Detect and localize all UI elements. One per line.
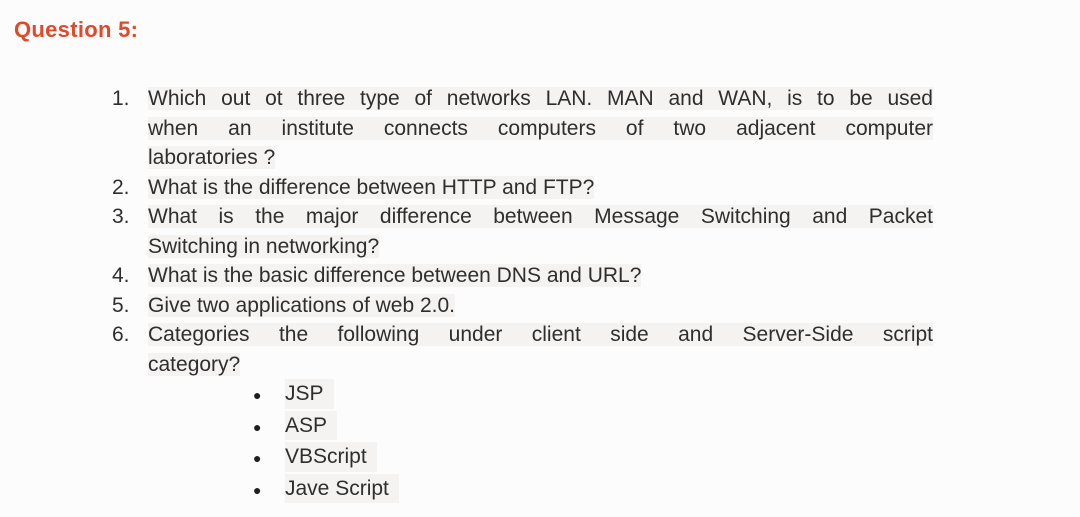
list-item-3: 3. What is the major difference between … <box>112 202 933 261</box>
item-number: 2. <box>112 175 130 199</box>
bullet-label: ASP <box>285 410 338 440</box>
item-line: laboratories ? <box>148 146 276 169</box>
item-text: What is the difference between HTTP and … <box>148 173 933 203</box>
bullet-item-jsp: ● JSP <box>253 379 933 411</box>
bullet-icon: ● <box>253 450 262 466</box>
bullet-item-javescript: ● Jave Script <box>253 473 933 506</box>
question-heading: Question 5: <box>14 17 139 42</box>
item-line: Which out ot three type of networks LAN.… <box>148 87 933 110</box>
bullet-icon: ● <box>253 387 262 403</box>
sub-bullet-list: ● JSP ● ASP ● VBScript ● Jave Script <box>253 379 933 505</box>
item-number: 4. <box>112 264 130 287</box>
item-line: What is the major difference between Mes… <box>148 205 933 228</box>
bullet-label: Jave Script <box>285 473 399 503</box>
item-number: 5. <box>112 293 130 317</box>
item-line: What is the basic difference between DNS… <box>148 264 642 287</box>
bullet-icon: ● <box>253 418 262 435</box>
item-line: category? <box>148 352 241 376</box>
bullet-icon: ● <box>253 481 262 498</box>
list-item-6: 6. Categories the following under client… <box>112 320 933 379</box>
bullet-label: VBScript <box>285 442 377 472</box>
item-line: Categories the following under client si… <box>148 323 933 346</box>
item-line: What is the difference between HTTP and … <box>148 175 595 199</box>
item-line: Give two applications of web 2.0. <box>148 293 456 317</box>
list-item-5: 5. Give two applications of web 2.0. <box>112 291 933 321</box>
bullet-label: JSP <box>285 379 334 409</box>
list-item-4: 4. What is the basic difference between … <box>112 261 933 291</box>
item-text: What is the major difference between Mes… <box>148 202 933 261</box>
item-line: Switching in networking? <box>148 234 380 258</box>
item-text: What is the basic difference between DNS… <box>148 261 933 291</box>
item-line: when an institute connects computers of … <box>148 116 933 140</box>
bullet-item-vbscript: ● VBScript <box>253 442 933 474</box>
item-text: Which out ot three type of networks LAN.… <box>148 84 933 173</box>
item-number: 3. <box>112 205 130 228</box>
item-text: Give two applications of web 2.0. <box>148 291 933 321</box>
list-item-2: 2. What is the difference between HTTP a… <box>112 173 933 203</box>
item-number: 1. <box>112 87 130 110</box>
item-text: Categories the following under client si… <box>148 320 933 379</box>
item-number: 6. <box>112 323 130 346</box>
bullet-item-asp: ● ASP <box>253 410 933 443</box>
question-list: 1. Which out ot three type of networks L… <box>112 84 933 505</box>
list-item-1: 1. Which out ot three type of networks L… <box>112 84 933 173</box>
